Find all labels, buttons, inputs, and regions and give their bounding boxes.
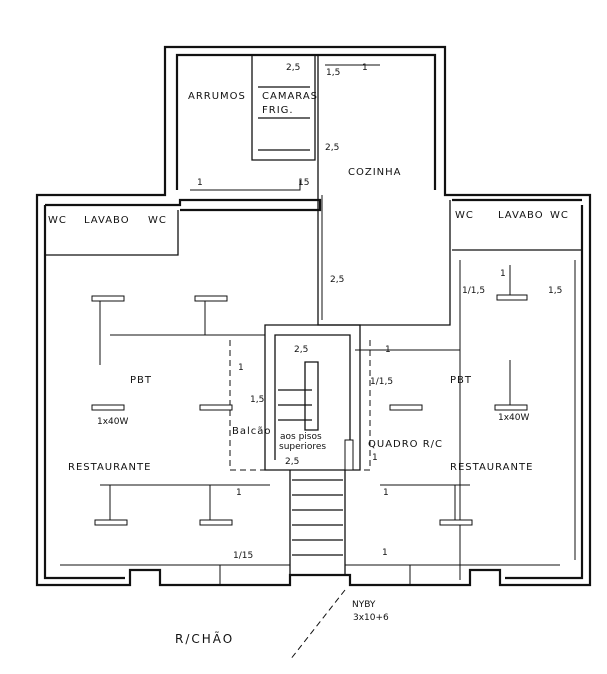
wire-size: 1/15 (233, 551, 253, 561)
lamp-spec-right: 1x40W (498, 413, 530, 423)
room-restaurante-left: RESTAURANTE (68, 462, 151, 473)
feed-cable: NYBY (352, 600, 376, 610)
room-lavabo-left: LAVABO (84, 215, 130, 226)
wire-size: 1 (362, 63, 368, 73)
room-camaras-frig: FRIG. (262, 105, 294, 116)
wire-size-labels: 2,5 1,5 1 2,5 1 15 2,5 2,5 1 1,5 2,5 1 1… (197, 63, 562, 561)
room-camaras: CAMARAS (262, 91, 318, 102)
wire-size: 1/1,5 (462, 286, 485, 296)
room-wc-left-2: WC (148, 215, 167, 226)
wire-size: 2,5 (285, 457, 299, 467)
wire-size: 1,5 (250, 395, 264, 405)
wire-size: 1 (383, 488, 389, 498)
wire-size: 1 (500, 269, 506, 279)
room-labels: ARRUMOS CAMARAS FRIG. COZINHA WC LAVABO … (48, 91, 569, 473)
wire-size: 2,5 (325, 143, 339, 153)
wire-size: 1 (385, 345, 391, 355)
pbt-left: PBT (130, 375, 152, 386)
room-lavabo-right: LAVABO (498, 210, 544, 221)
stairs-label-2: superiores (279, 442, 326, 452)
room-restaurante-right: RESTAURANTE (450, 462, 533, 473)
wire-size: 1,5 (548, 286, 562, 296)
floor-label: R/CHÃO (175, 631, 234, 646)
wire-size: 1 (197, 178, 203, 188)
room-wc-right-2: WC (550, 210, 569, 221)
outer-walls (35, 45, 592, 587)
wire-size: 1/1,5 (370, 377, 393, 387)
wire-size: 2,5 (286, 63, 300, 73)
room-wc-left-1: WC (48, 215, 67, 226)
wire-size: 1 (382, 548, 388, 558)
room-arrumos: ARRUMOS (188, 91, 246, 102)
quadro-label: QUADRO R/C (368, 439, 443, 450)
interior-walls (45, 55, 582, 575)
wire-size: 1,5 (326, 68, 340, 78)
room-wc-right-1: WC (455, 210, 474, 221)
room-balcao: Balcão (232, 426, 272, 437)
pbt-right: PBT (450, 375, 472, 386)
room-cozinha: COZINHA (348, 167, 402, 178)
wiring (60, 64, 576, 661)
wire-size: 2,5 (330, 275, 344, 285)
feed-spec: 3x10+6 (353, 613, 389, 623)
wire-size: 2,5 (294, 345, 308, 355)
stairs-label-1: aos pisos (280, 432, 322, 442)
wire-size: 15 (298, 178, 309, 188)
wire-size: 1 (372, 453, 378, 463)
lamp-spec-left: 1x40W (97, 417, 129, 427)
wire-size: 1 (236, 488, 242, 498)
wire-size: 1 (238, 363, 244, 373)
